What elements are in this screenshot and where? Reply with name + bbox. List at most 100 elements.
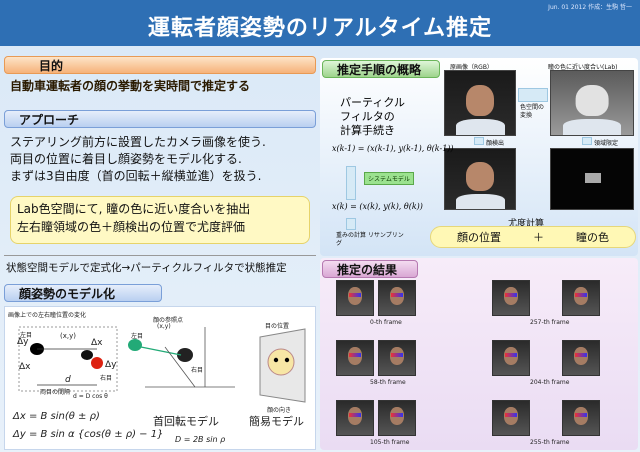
date-author: Jun. 01 2012 作成：生駒 哲一 <box>548 4 632 11</box>
dx-label: Δx <box>91 338 103 348</box>
model-label: 顔姿勢のモデル化 <box>19 287 116 301</box>
resample-arrow <box>346 218 356 230</box>
results-header: 推定の結果 <box>322 260 418 278</box>
pf-title-2: フィルタの <box>340 110 395 123</box>
frame-caption-204: 204-th frame <box>530 379 570 386</box>
photo-face <box>466 85 494 116</box>
detect-arrow <box>474 137 484 145</box>
frame-glint <box>349 413 361 417</box>
frame-caption-58: 58-th frame <box>370 379 406 386</box>
frame-caption-0: 0-th frame <box>370 319 402 326</box>
ref-point-label: 顔の参照点 <box>153 317 184 324</box>
eye-pos-label: 目の位置 <box>265 323 290 330</box>
dy-label-left: Δy <box>17 337 29 347</box>
results-label: 推定の結果 <box>337 263 398 277</box>
page-title: 運転者顔姿勢のリアルタイム推定 <box>147 16 493 41</box>
frame-0-b <box>378 280 416 316</box>
likelihood-oval: 顔の位置 ＋ 瞳の色 <box>430 226 636 248</box>
state-prev: x(k-1) = (x(k-1), y(k-1), θ(k-1)) <box>332 144 454 153</box>
d-formula-label: d = D cos θ <box>73 393 108 400</box>
approach-label: アプローチ <box>19 113 80 127</box>
frame-glint <box>391 293 403 297</box>
pf-title-3: 計算手続き <box>340 124 395 137</box>
right-eye-label: 右目 <box>100 375 113 382</box>
displacement-box <box>18 326 118 392</box>
original-caption: 原画像（RGB） <box>450 64 493 71</box>
frame-glint <box>391 353 403 357</box>
eye-axis <box>140 346 182 356</box>
likelihood-label: 尤度計算 <box>508 219 545 229</box>
purpose-header: 目的 <box>4 56 316 74</box>
eye-distance-label: 両目の間隔 <box>40 389 71 396</box>
frame-glint <box>349 293 361 297</box>
frame-255-b <box>562 400 600 436</box>
lab-line-1: Lab色空間にて, 瞳の色に近い度合いを抽出 <box>17 202 251 216</box>
simple-model-label: 簡易モデル <box>249 415 304 428</box>
detected-photo <box>444 148 516 210</box>
frame-204-b <box>562 340 600 376</box>
filter-line: 状態空間モデルで定式化→パーティクルフィルタで状態推定 <box>6 262 287 274</box>
color-convert-label: 色空間の変換 <box>520 104 545 119</box>
face-right-eye <box>284 357 290 363</box>
detected-photo-shirt <box>455 194 505 209</box>
approach-line-3: まずは3自由度（首の回転＋縦横並進）を扱う. <box>10 169 262 183</box>
neck-model-label: 首回転モデル <box>153 415 219 428</box>
frame-105-b <box>378 400 416 436</box>
model-caption: 画像上での左右瞳位置の変化 <box>8 312 87 319</box>
frame-caption-255: 255-th frame <box>530 439 570 446</box>
limit-arrow <box>582 137 592 145</box>
xy-label: (x,y) <box>60 332 76 340</box>
divider <box>4 255 316 256</box>
frame-glint <box>505 353 517 357</box>
face-dir-label: 顔の向き <box>267 407 292 414</box>
pf-title-1: パーティクル <box>340 96 406 109</box>
model-diagram-panel: 画像上での左右瞳位置の変化 <box>4 306 316 450</box>
neck-axis <box>164 346 196 388</box>
region-limit-label: 領域限定 <box>594 140 619 147</box>
approach-header: アプローチ <box>4 110 316 128</box>
frame-105-a <box>336 400 374 436</box>
frame-glint <box>391 413 403 417</box>
frame-255-a <box>492 400 530 436</box>
lab-photo-shirt <box>563 119 621 135</box>
frame-0-a <box>336 280 374 316</box>
pf-title: パーティクル フィルタの 計算手続き <box>340 96 405 138</box>
procedure-panel: 推定手順の概略 原画像（RGB） 瞳の色に近い度合い(Lab) 色空間の変換 顔… <box>320 58 638 256</box>
formula-2: Δy = B sin α {cos(θ ± ρ) − 1} <box>13 429 164 440</box>
frame-caption-257: 257-th frame <box>530 319 570 326</box>
lab-photo <box>550 70 634 136</box>
left-column: 目的 自動車運転者の顔の挙動を実時間で推定する アプローチ ステアリング前方に設… <box>4 48 316 450</box>
lab-caption: 瞳の色に近い度合い(Lab) <box>548 64 618 71</box>
original-photo <box>444 70 516 136</box>
left-eye-label: 左目 <box>20 332 33 339</box>
convert-arrow <box>518 88 548 102</box>
neck-right-eye-label: 右目 <box>191 367 204 374</box>
frame-58-b <box>378 340 416 376</box>
right-column: 推定手順の概略 原画像（RGB） 瞳の色に近い度合い(Lab) 色空間の変換 顔… <box>320 58 638 450</box>
face-circle <box>267 348 295 376</box>
eye-position-label: 顔の位置 <box>457 231 501 244</box>
limited-region <box>585 173 601 183</box>
procedure-label: 推定手順の概略 <box>337 63 422 77</box>
d-label: d <box>65 375 71 385</box>
formula-3: D = 2B sin ρ <box>175 435 226 444</box>
lab-box: Lab色空間にて, 瞳の色に近い度合いを抽出 左右瞳領域の色＋顔検出の位置で尤度… <box>10 196 310 244</box>
frame-glint <box>575 293 587 297</box>
system-arrow <box>346 166 356 200</box>
model-diagram <box>18 326 306 403</box>
results-panel: 推定の結果 0-th frame 257-th frame 58-th fram… <box>320 258 638 450</box>
plus-label: ＋ <box>533 231 544 244</box>
photo-shirt <box>455 119 505 135</box>
frame-257-b <box>562 280 600 316</box>
face-left-eye <box>273 357 279 363</box>
frame-58-a <box>336 340 374 376</box>
right-eye-mark <box>91 357 103 369</box>
model-header: 顔姿勢のモデル化 <box>4 284 162 302</box>
lab-photo-face <box>575 85 609 116</box>
detected-photo-face <box>466 162 494 191</box>
frame-glint <box>505 293 517 297</box>
approach-line-2: 両目の位置に着目し顔姿勢をモデル化する. <box>10 152 242 166</box>
frame-caption-105: 105-th frame <box>370 439 410 446</box>
ref-xy-label: (x,y) <box>157 323 171 330</box>
